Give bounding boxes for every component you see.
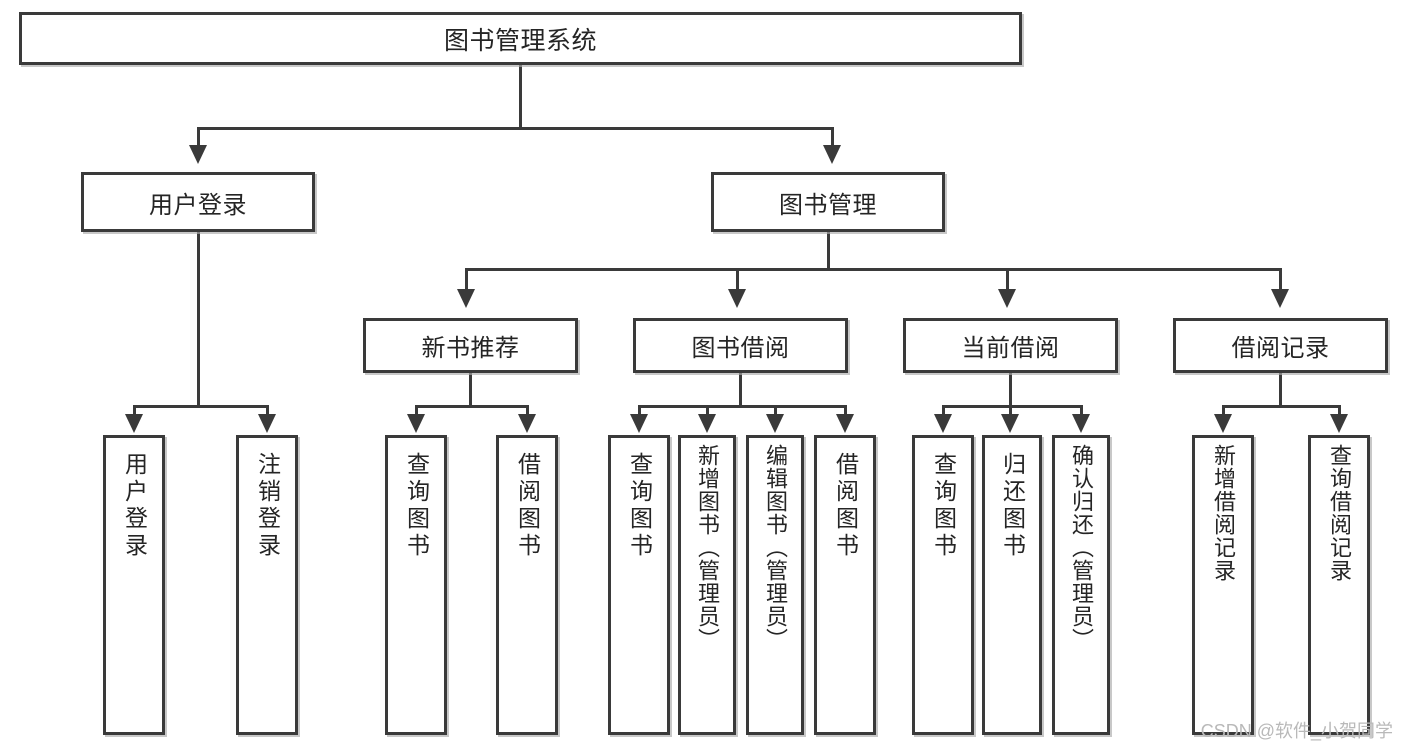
connector-root-bus xyxy=(197,127,834,130)
node-label: 注销登录 xyxy=(254,452,281,560)
arrow-to-leaf-add-record xyxy=(1214,414,1232,433)
arrow-to-leaf-query-book-2 xyxy=(630,414,648,433)
node-label: 借阅图书 xyxy=(832,452,859,560)
node-label: 借阅记录 xyxy=(1231,335,1330,362)
leaf-query-book-2[interactable]: 查询图书 xyxy=(608,435,670,735)
connector-book-borrow-drop-2 xyxy=(706,405,709,416)
connector-root-drop-right xyxy=(831,127,834,147)
connector-book-borrow-drop-3 xyxy=(774,405,777,416)
node-book-manage[interactable]: 图书管理 xyxy=(711,172,945,232)
node-label: 图书管理 xyxy=(779,191,877,219)
node-label: 图书借阅 xyxy=(691,335,790,362)
leaf-confirm-return[interactable]: 确认归还（管理员） xyxy=(1052,435,1110,735)
node-user-login[interactable]: 用户登录 xyxy=(81,172,315,232)
node-label: 查询图书 xyxy=(626,452,653,560)
arrow-to-book-manage xyxy=(823,145,841,164)
node-root-system[interactable]: 图书管理系统 xyxy=(19,12,1022,65)
leaf-user-login[interactable]: 用户登录 xyxy=(103,435,165,735)
node-label: 借阅图书 xyxy=(514,452,541,560)
arrow-to-leaf-query-book-3 xyxy=(934,414,952,433)
connector-borrow-record-drop-2 xyxy=(1338,405,1341,416)
node-label: 查询借阅记录 xyxy=(1327,444,1352,582)
leaf-query-record[interactable]: 查询借阅记录 xyxy=(1308,435,1370,735)
connector-new-book-drop-1 xyxy=(415,405,418,416)
arrow-to-borrow-record xyxy=(1271,289,1289,308)
connector-book-borrow-drop-4 xyxy=(844,405,847,416)
connector-user-login-stem xyxy=(197,232,200,405)
connector-borrow-record-bus xyxy=(1222,405,1341,408)
arrow-to-leaf-logout xyxy=(258,414,276,433)
connector-tier3-drop-1 xyxy=(465,268,468,291)
connector-current-borrow-drop-3 xyxy=(1080,405,1083,416)
csdn-watermark: CSDN @软件_小贺同学 xyxy=(1200,721,1393,741)
leaf-return-book[interactable]: 归还图书 xyxy=(982,435,1042,735)
leaf-add-record[interactable]: 新增借阅记录 xyxy=(1192,435,1254,735)
arrow-to-leaf-return-book xyxy=(1001,414,1019,433)
node-label: 图书管理系统 xyxy=(443,26,597,55)
connector-new-book-drop-2 xyxy=(526,405,529,416)
arrow-to-leaf-query-record xyxy=(1330,414,1348,433)
node-label: 新增图书（管理员） xyxy=(695,444,720,651)
node-borrow-record[interactable]: 借阅记录 xyxy=(1173,318,1388,373)
connector-borrow-record-drop-1 xyxy=(1222,405,1225,416)
arrow-to-leaf-borrow-book-1 xyxy=(518,414,536,433)
arrow-to-leaf-edit-book xyxy=(766,414,784,433)
node-new-book-recommend[interactable]: 新书推荐 xyxy=(363,318,578,373)
connector-new-book-bus xyxy=(415,405,529,408)
leaf-query-book-1[interactable]: 查询图书 xyxy=(385,435,447,735)
connector-user-login-drop-1 xyxy=(133,405,136,416)
leaf-query-book-3[interactable]: 查询图书 xyxy=(912,435,974,735)
connector-root-stem xyxy=(519,65,522,127)
arrow-to-leaf-query-book-1 xyxy=(407,414,425,433)
connector-book-borrow-drop-1 xyxy=(638,405,641,416)
node-label: 编辑图书（管理员） xyxy=(763,444,788,651)
node-label: 用户登录 xyxy=(121,452,148,560)
connector-book-manage-stem xyxy=(827,232,830,268)
node-label: 查询图书 xyxy=(930,452,957,560)
connector-user-login-drop-2 xyxy=(266,405,269,416)
connector-user-login-bus xyxy=(133,405,269,408)
arrow-to-new-book-recommend xyxy=(457,289,475,308)
connector-tier3-drop-4 xyxy=(1279,268,1282,291)
arrow-to-current-borrow xyxy=(998,289,1016,308)
leaf-borrow-book-1[interactable]: 借阅图书 xyxy=(496,435,558,735)
connector-current-borrow-stem xyxy=(1009,373,1012,405)
connector-current-borrow-bus xyxy=(942,405,1083,408)
node-label: 查询图书 xyxy=(403,452,430,560)
node-current-borrow[interactable]: 当前借阅 xyxy=(903,318,1118,373)
node-label: 归还图书 xyxy=(999,452,1026,560)
connector-new-book-stem xyxy=(469,373,472,405)
connector-book-borrow-stem xyxy=(739,373,742,405)
node-label: 确认归还（管理员） xyxy=(1069,444,1094,651)
connector-root-drop-left xyxy=(197,127,200,147)
connector-current-borrow-drop-2 xyxy=(1009,405,1012,416)
node-label: 用户登录 xyxy=(149,191,247,219)
arrow-to-leaf-confirm-return xyxy=(1072,414,1090,433)
leaf-logout[interactable]: 注销登录 xyxy=(236,435,298,735)
connector-tier3-bus xyxy=(465,268,1282,271)
connector-tier3-drop-2 xyxy=(736,268,739,291)
connector-book-borrow-bus xyxy=(638,405,847,408)
arrow-to-user-login xyxy=(189,145,207,164)
connector-current-borrow-drop-1 xyxy=(942,405,945,416)
node-label: 当前借阅 xyxy=(961,335,1060,362)
connector-tier3-drop-3 xyxy=(1006,268,1009,291)
node-book-borrow[interactable]: 图书借阅 xyxy=(633,318,848,373)
node-label: 新书推荐 xyxy=(421,335,520,362)
leaf-add-book[interactable]: 新增图书（管理员） xyxy=(678,435,736,735)
arrow-to-book-borrow xyxy=(728,289,746,308)
node-label: 新增借阅记录 xyxy=(1211,444,1236,582)
arrow-to-leaf-borrow-book-2 xyxy=(836,414,854,433)
leaf-edit-book[interactable]: 编辑图书（管理员） xyxy=(746,435,804,735)
connector-borrow-record-stem xyxy=(1279,373,1282,405)
leaf-borrow-book-2[interactable]: 借阅图书 xyxy=(814,435,876,735)
arrow-to-leaf-user-login xyxy=(125,414,143,433)
arrow-to-leaf-add-book xyxy=(698,414,716,433)
